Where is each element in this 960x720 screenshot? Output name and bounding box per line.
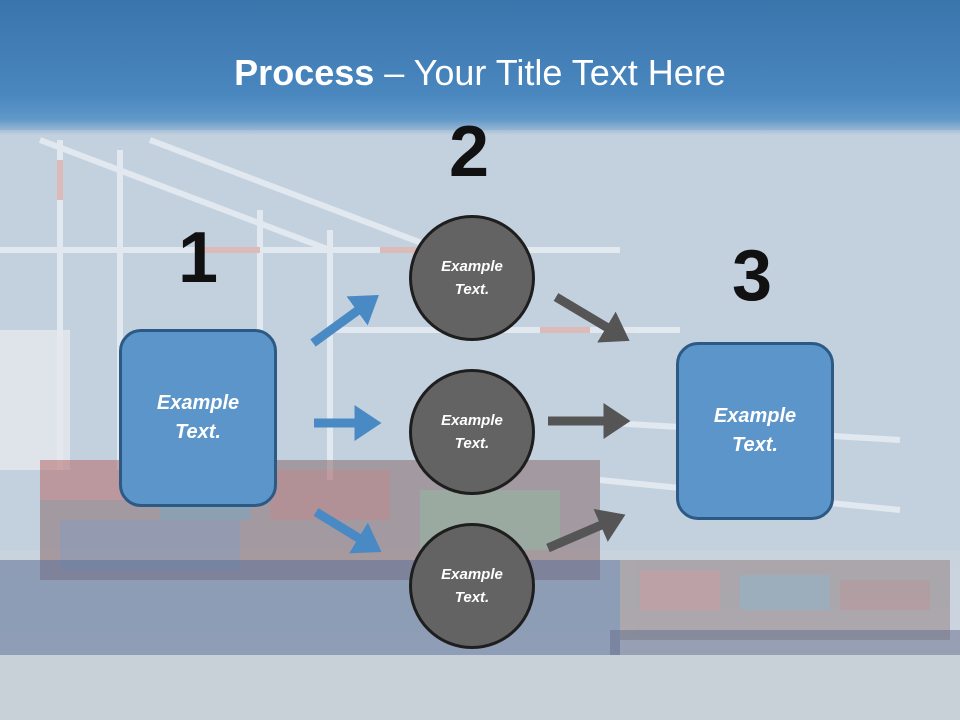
slide-title[interactable]: Process – Your Title Text Here <box>0 52 960 94</box>
arrow-bottom-to-right <box>546 508 626 553</box>
circle-bottom-text: Example Text. <box>441 565 503 606</box>
title-rest: – Your Title Text Here <box>374 52 726 93</box>
arrow-left-to-top <box>310 295 379 347</box>
title-band <box>0 0 960 135</box>
right-box-text: Example Text. <box>713 405 797 456</box>
arrow-left-to-bottom <box>313 508 382 554</box>
step-number-2: 2 <box>449 112 490 192</box>
circle-middle-text: Example Text. <box>441 411 503 452</box>
left-box[interactable]: Example Text. <box>119 329 277 507</box>
step-number-3: 3 <box>732 236 773 316</box>
circle-top-text: Example Text. <box>441 257 503 298</box>
left-box-text: Example Text. <box>156 392 240 443</box>
right-box[interactable]: Example Text. <box>676 342 834 520</box>
circle-middle[interactable]: Example Text. <box>409 369 535 495</box>
arrow-top-to-right <box>553 293 630 343</box>
circle-top[interactable]: Example Text. <box>409 215 535 341</box>
circle-bottom[interactable]: Example Text. <box>409 523 535 649</box>
step-number-1: 1 <box>178 218 219 298</box>
title-bold: Process <box>234 52 375 93</box>
